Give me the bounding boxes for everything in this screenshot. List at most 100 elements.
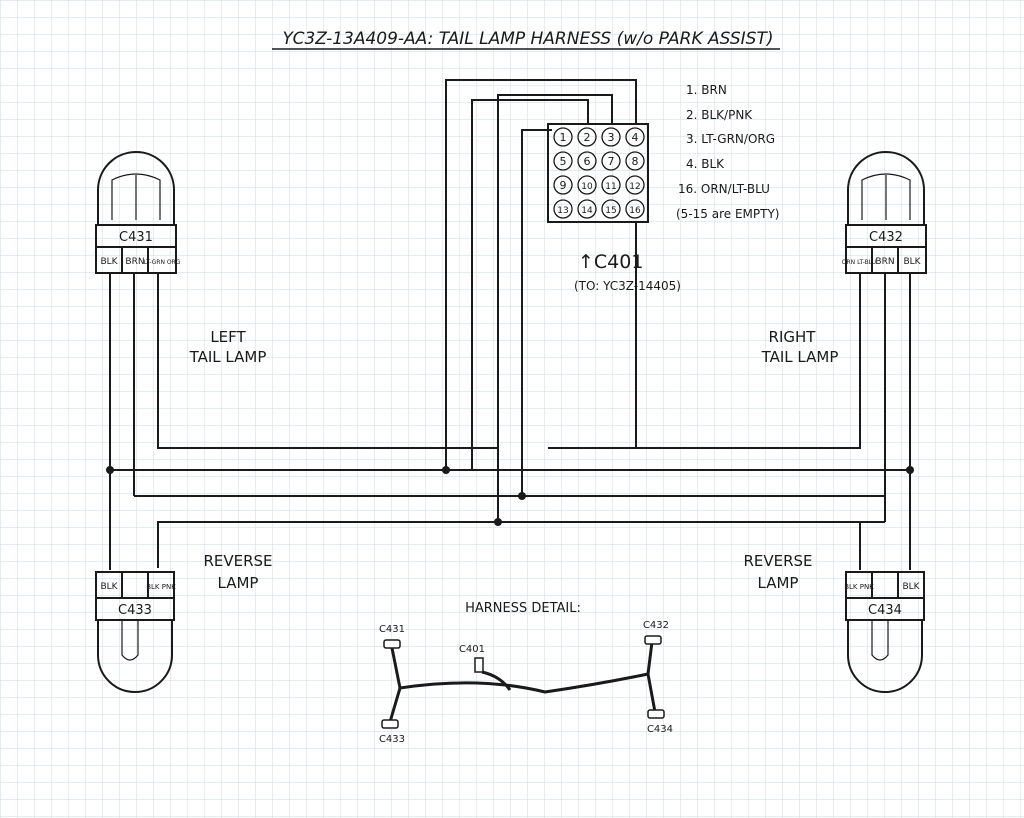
right-tail-lamp-label: TAIL LAMP [761,348,839,366]
c431-pin-2: BRN [125,257,144,267]
pin-legend: 1. BRN 2. BLK/PNK 3. LT-GRN/ORG 4. BLK 1… [676,83,779,221]
filament-icon [121,620,139,661]
c401-pin-number: 10 [581,182,593,192]
harness-plug-c432 [644,635,662,645]
c401-pin-circle [577,175,597,195]
connector-c432-name: C432 [869,230,903,245]
lamp-c434 [845,571,925,693]
junction-dot [494,518,502,526]
connector-c432-pins [845,246,927,274]
harness-plug-c401 [474,657,484,673]
c433-pin-3: BLK PNK [146,583,176,591]
c401-pin-number: 16 [629,206,641,216]
left-reverse-lamp-label: REVERSE [203,552,272,570]
junction-dot [906,466,914,474]
detail-label-c401: C401 [459,644,485,655]
page-title: YC3Z-13A409-AA: TAIL LAMP HARNESS (w/o P… [283,29,774,49]
bulb-c432 [847,151,925,225]
c401-pin-circle [577,127,597,147]
c432-pin-1: ORN LT-BLU [842,259,876,266]
c401-pin-circle [553,151,573,171]
c432-pin-2: BRN [875,257,894,267]
c401-pin-circle [601,127,621,147]
c401-pin-circle [601,199,621,219]
lamp-c433 [95,571,175,693]
left-tail-lamp-label: TAIL LAMP [189,348,267,366]
c431-pin-1: BLK [100,257,118,267]
connector-c431-name: C431 [119,230,153,245]
harness-plug-c431 [383,639,401,649]
c401-sublabel: (TO: YC3Z-14405) [574,279,681,293]
c432-pin-3: BLK [903,257,921,267]
c401-pin-number: 6 [584,155,591,168]
right-tail-lamp-label: RIGHT [769,328,817,346]
filament-icon [111,173,161,220]
wire-blk-riser [445,79,637,470]
c401-label: ↑C401 [578,251,643,273]
c401-pin-number: 8 [632,155,639,168]
c401-pin-number: 13 [557,206,568,216]
c401-pin-number: 3 [608,131,615,144]
c401-pin-number: 9 [560,179,567,192]
legend-line: 3. LT-GRN/ORG [686,132,775,146]
junction-dot [106,466,114,474]
legend-line: 2. BLK/PNK [686,108,753,122]
c401-pin-number: 11 [605,182,616,192]
legend-line: 4. BLK [686,157,725,171]
c401-pin-circle [577,199,597,219]
wire-orn-lt-blu [548,273,861,449]
bulb-c434 [847,620,923,693]
junction-dot [518,492,526,500]
left-reverse-lamp-label: LAMP [218,574,259,592]
c401-pin-circle [577,151,597,171]
c401-pin-number: 4 [632,131,639,144]
junction-dot [442,466,450,474]
connector-c401 [547,123,649,223]
detail-label-c434: C434 [647,724,673,735]
connector-c431-pins [95,246,177,274]
lamp-c432 [845,151,927,274]
c434-pin-3: BLK [902,582,920,592]
bulb-c433 [97,620,173,693]
c401-pin-circle [625,175,645,195]
c401-pin-circle [625,127,645,147]
lamp-c431 [95,151,177,274]
filament-icon [861,173,911,220]
left-tail-lamp-label: LEFT [210,328,246,346]
wire-brn-riser [521,129,552,496]
legend-line: 1. BRN [686,83,727,97]
connector-c433-header [95,597,175,621]
detail-label-c432: C432 [643,620,669,631]
filament-icon [871,620,889,661]
c401-pin-number: 2 [584,131,591,144]
bulb-c431 [97,151,175,225]
c401-pin-number: 5 [560,155,567,168]
harness-plug-c434 [647,709,665,719]
junction-dots [106,466,914,526]
c401-pin-circle [553,127,573,147]
c401-pin-circle [553,199,573,219]
c401-pin-circle [625,151,645,171]
detail-label-c433: C433 [379,734,405,745]
c401-pin-number: 15 [605,206,616,216]
c401-pin-circle [625,199,645,219]
connector-c434-name: C434 [868,603,902,618]
c401-pin-number: 7 [608,155,615,168]
c401-pin-circle [601,151,621,171]
c401-pin-number: 12 [629,182,640,192]
c401-pin-circle [601,175,621,195]
wire-blk-pnk-bus [157,521,885,568]
wires [109,79,911,570]
harness-detail: HARNESS DETAIL: C431 C432 C401 C433 C434 [379,601,673,745]
connector-c434-header [845,597,925,621]
right-reverse-lamp-label: REVERSE [743,552,812,570]
harness-plug-c433 [381,719,399,729]
c401-pin-circle [553,175,573,195]
connector-c433-name: C433 [118,603,152,618]
c433-pin-1: BLK [100,582,118,592]
legend-line: (5-15 are EMPTY) [676,207,779,221]
c401-pin-number: 14 [581,206,593,216]
